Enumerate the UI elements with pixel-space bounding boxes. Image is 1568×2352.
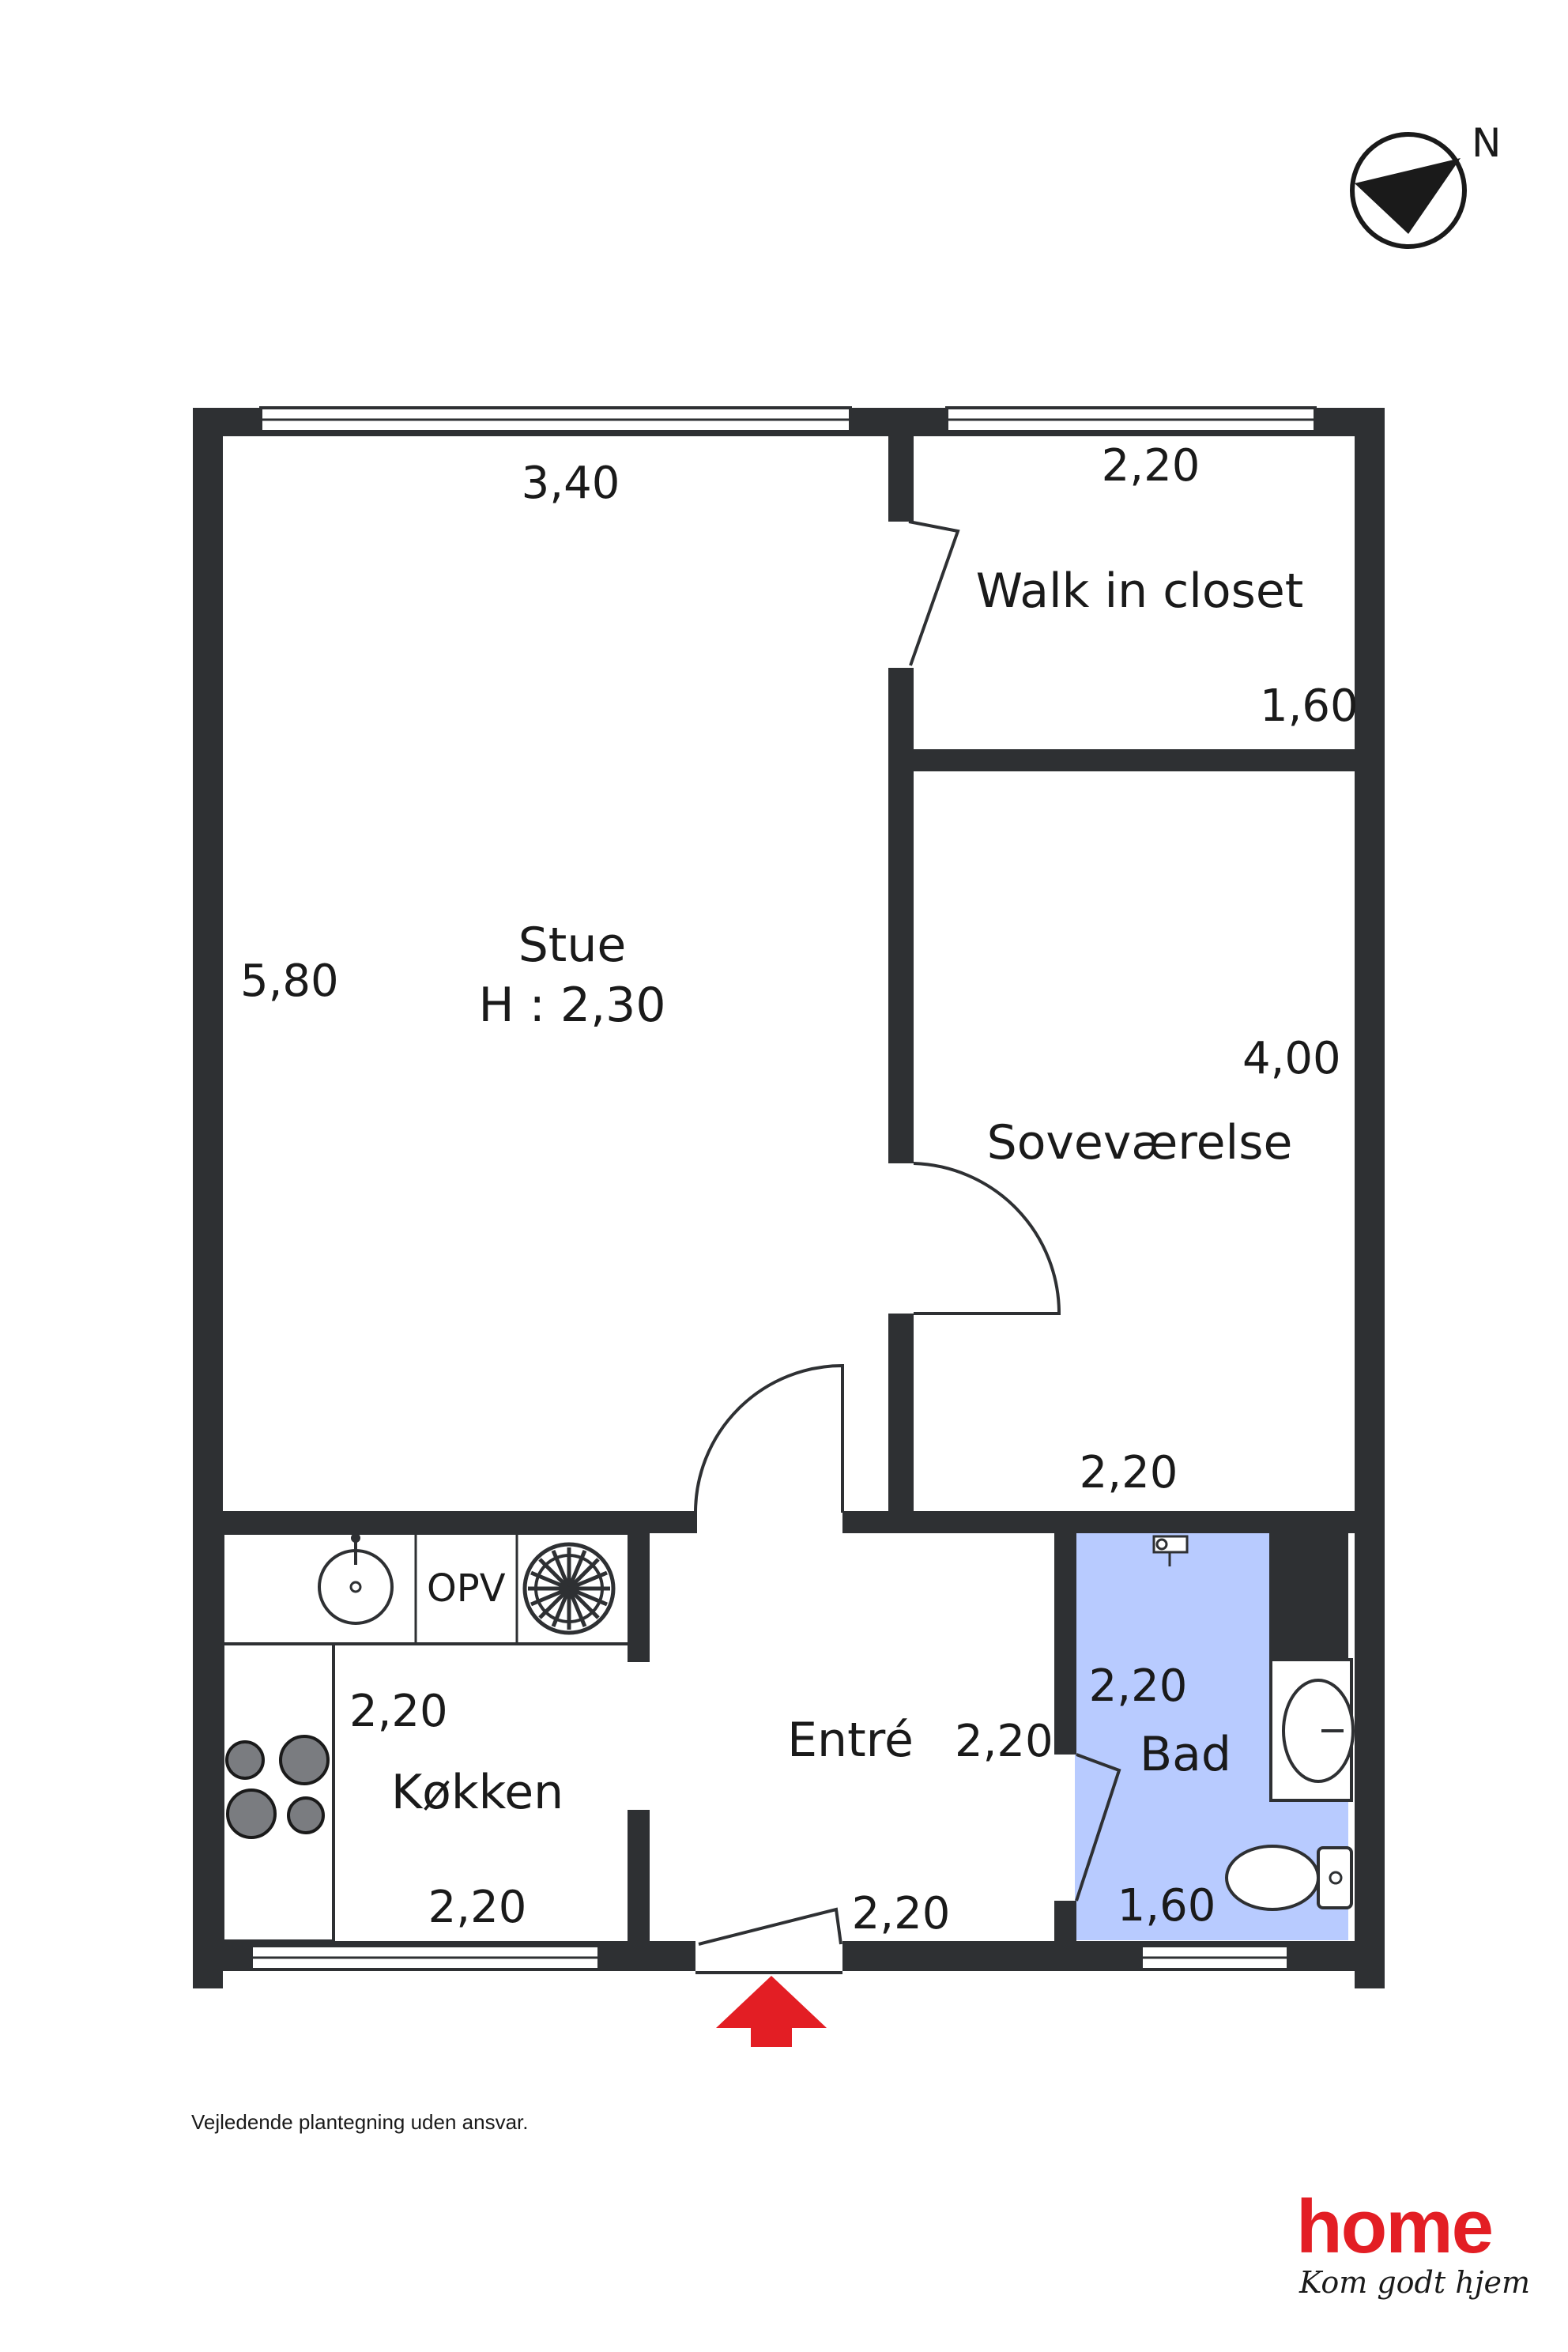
room-name-sovevaerelse: Soveværelse bbox=[987, 1115, 1293, 1170]
stue-door bbox=[694, 1363, 844, 1513]
shower-icon bbox=[1152, 1535, 1189, 1566]
disclaimer-text: Vejledende plantegning uden ansvar. bbox=[191, 2110, 529, 2134]
toilet-icon bbox=[1225, 1845, 1353, 1911]
heater-icon bbox=[522, 1542, 616, 1635]
dim-entre-width: 2,20 bbox=[852, 1888, 951, 1939]
dim-closet-width: 2,20 bbox=[1102, 440, 1200, 492]
bathroom-door bbox=[1075, 1753, 1121, 1902]
dim-sovevaerelse-length: 4,00 bbox=[1242, 1033, 1341, 1084]
compass-north-label: N bbox=[1472, 120, 1501, 166]
room-name-stue: Stue bbox=[518, 918, 627, 973]
opv-label: OPV bbox=[427, 1566, 506, 1611]
dim-stue-width: 3,40 bbox=[522, 458, 620, 509]
dim-closet-depth: 1,60 bbox=[1260, 680, 1359, 732]
brand-tagline: Kom godt hjem bbox=[1299, 2265, 1531, 2300]
bathroom-shaft bbox=[1269, 1529, 1348, 1660]
dim-bad-width: 1,60 bbox=[1118, 1880, 1216, 1932]
window-stue bbox=[259, 406, 852, 433]
room-name-entre: Entré bbox=[787, 1713, 914, 1768]
entrance-door-swing bbox=[698, 1907, 842, 1946]
window-kokken bbox=[250, 1944, 601, 1971]
dim-stue-length: 5,80 bbox=[240, 956, 339, 1007]
dim-kokken-width: 2,20 bbox=[428, 1882, 527, 1933]
dim-entre-depth: 2,20 bbox=[955, 1716, 1054, 1767]
room-height-stue: H : 2,30 bbox=[478, 978, 665, 1033]
entrance-door-gap bbox=[695, 1939, 842, 1974]
entrance-arrow-icon bbox=[716, 1976, 827, 2047]
brand-logo: home Kom godt hjem bbox=[1296, 2184, 1530, 2301]
dim-kokken-depth: 2,20 bbox=[349, 1686, 448, 1737]
room-name-kokken: Køkken bbox=[391, 1765, 564, 1820]
washbasin-icon bbox=[1269, 1658, 1355, 1802]
sink-icon bbox=[318, 1533, 394, 1625]
dim-sovevaerelse-width: 2,20 bbox=[1080, 1447, 1178, 1498]
stove-icon bbox=[225, 1735, 330, 1839]
bedroom-door bbox=[913, 1162, 1061, 1315]
window-closet bbox=[945, 406, 1317, 433]
dim-bad-depth: 2,20 bbox=[1089, 1660, 1188, 1712]
brand-name: home bbox=[1296, 2184, 1494, 2269]
window-bad bbox=[1140, 1944, 1290, 1971]
closet-door bbox=[908, 520, 960, 666]
compass-north-icon: N bbox=[1350, 120, 1501, 249]
room-name-bad: Bad bbox=[1140, 1727, 1231, 1782]
room-name-walk-in-closet: Walk in closet bbox=[976, 564, 1304, 619]
